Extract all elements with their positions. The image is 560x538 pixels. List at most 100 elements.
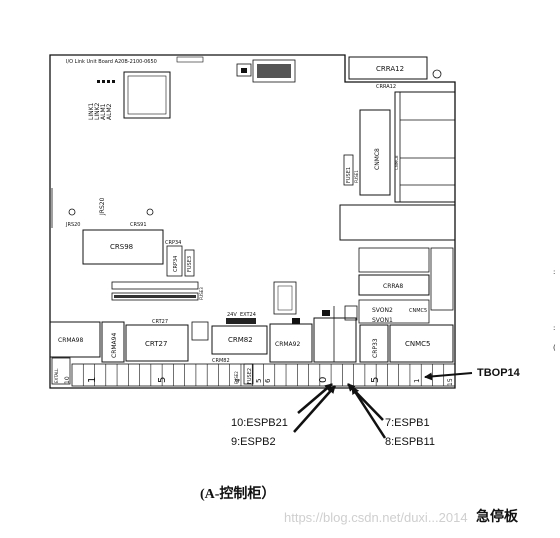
- led-link2-label: LINK2: [94, 102, 101, 120]
- crma92-label: CRMA92: [275, 341, 300, 348]
- jrs20b-label: JRS20: [65, 222, 81, 228]
- cnmc5-small-label: CNMC5: [409, 308, 427, 314]
- crt27-connector: [125, 324, 189, 362]
- switch-label: EXTALL: [54, 368, 59, 383]
- fuse1-label: FUSE1: [346, 167, 352, 183]
- center-switch-tab: [322, 310, 330, 316]
- crra12-connector: [348, 56, 428, 80]
- tb-number-tag-5: 5: [255, 379, 263, 383]
- crra8-small-box: [358, 247, 430, 273]
- callout-espb11: 8:ESPB11: [385, 436, 435, 448]
- mount-hole-top-right: [432, 69, 442, 79]
- crra12-label: CRRA12: [376, 65, 404, 73]
- top-connector: [252, 59, 296, 83]
- cnmc5-label: CNMC5: [405, 340, 431, 348]
- tb-number-0: 0: [318, 377, 329, 383]
- led-link1-label: LINK1: [88, 102, 95, 120]
- crra8-connector: [358, 274, 430, 296]
- tb-number-15: 15: [447, 378, 454, 386]
- crm82-connector: [211, 325, 268, 355]
- callout-espb21: 10:ESPB21: [231, 417, 288, 429]
- crp33-connector: [359, 324, 389, 363]
- crt27-top-label: CRT27: [152, 319, 168, 325]
- mount-hole-left2: [146, 208, 154, 216]
- crma94-connector: [101, 321, 125, 363]
- ext24-switch: [226, 318, 256, 324]
- ext24-label: EXT24: [240, 312, 256, 318]
- crt27-label: CRT27: [145, 340, 167, 348]
- crma92-connector: [269, 323, 313, 363]
- svon2-label: SVON2: [372, 307, 393, 314]
- crma92-tab: [292, 318, 300, 324]
- arrow-espb21: [297, 383, 333, 414]
- relay-block: [394, 91, 456, 203]
- main-chip: [123, 71, 171, 119]
- small-ic-top: [236, 63, 252, 77]
- watermark-url: https://blog.csdn.net/duxi...2014: [284, 510, 468, 525]
- figure-caption: (A-控制柜）: [200, 487, 276, 502]
- tb-number-5a: 5: [157, 377, 168, 383]
- arrow-tbop14: [424, 372, 473, 381]
- edge-mark-3: (: [553, 344, 556, 352]
- callout-espb1: 7:ESPB1: [385, 417, 430, 429]
- relay-top-box-inner: [277, 285, 293, 311]
- edge-mark-2: :: [553, 324, 555, 332]
- fuse2-label: FUSE2: [247, 368, 253, 384]
- emergency-stop-board-caption: 急停板: [476, 510, 518, 525]
- relay-top-box: [273, 281, 297, 315]
- tb-number-tag-6: 6: [264, 378, 272, 383]
- crma98-connector: [49, 321, 101, 358]
- cnmc8-connector: [359, 109, 391, 196]
- callout-tbop14: TBOP14: [477, 367, 520, 379]
- led-alm1-label: ALM1: [100, 103, 107, 120]
- crp34-top-label: CRP34: [165, 240, 181, 246]
- cnmc5-connector: [389, 324, 454, 363]
- arrow-espb2: [293, 385, 336, 433]
- right-vertical-box: [430, 247, 454, 311]
- top-connector-pins: [257, 64, 291, 78]
- main-chip-inner: [127, 75, 167, 115]
- arrow-espb11: [350, 386, 387, 439]
- fuse2-tag-label: FUSE2: [234, 371, 239, 384]
- fuse1: [343, 154, 354, 186]
- crm82-label: CRM82: [228, 336, 253, 344]
- board-outline: [49, 54, 456, 389]
- fuse1-tag-label: FUSE1: [354, 170, 359, 183]
- crs98-connector: [82, 229, 164, 265]
- fuse3: [184, 249, 195, 277]
- horizontal-bar-2-fill: [114, 295, 196, 298]
- mid-right-block: [339, 204, 456, 241]
- crs98-label: CRS98: [110, 243, 133, 251]
- crma98-label: CRMA98: [58, 337, 83, 344]
- tb-number-tag-4: 4: [234, 378, 242, 383]
- crra8-label: CRRA8: [383, 283, 403, 290]
- status-leds: [97, 80, 115, 83]
- crs91-label: CRS91: [130, 222, 147, 228]
- center-switch-block: [313, 317, 357, 363]
- mount-hole-left: [68, 208, 76, 216]
- jrs20-label: JRS20: [99, 197, 106, 216]
- fuse3-tag-label: FUSE3: [199, 287, 204, 300]
- crp34-label: CRP34: [173, 256, 179, 272]
- v24-label: 24V: [227, 312, 237, 318]
- tb-number-1b: 1: [413, 379, 421, 383]
- header-small-box: [176, 56, 204, 63]
- svon1-label: SVON1: [372, 317, 393, 324]
- fuse3-label: FUSE3: [187, 256, 193, 272]
- crp33-label: CRP33: [372, 338, 379, 358]
- tb-left-number: 10: [64, 376, 71, 384]
- cnmc8-small-label: CNMC8: [394, 155, 399, 170]
- crma94-label: CRMA94: [111, 333, 118, 358]
- cnmc8-label: CNMC8: [374, 148, 381, 170]
- crra12-under-label: CRRA12: [376, 84, 396, 90]
- edge-mark-1: :: [553, 268, 555, 276]
- small-ic-top-inner: [241, 68, 247, 73]
- tb-number-1: 1: [87, 377, 98, 383]
- small-square-connector: [191, 321, 209, 341]
- board-header-text: I/O Link Unit Board A20B-2100-0650: [66, 59, 157, 65]
- tb-number-5b: 5: [370, 377, 381, 383]
- horizontal-bar-1: [111, 281, 199, 290]
- crp34-connector: [166, 245, 183, 277]
- crm82b-label: CRM82: [212, 358, 230, 364]
